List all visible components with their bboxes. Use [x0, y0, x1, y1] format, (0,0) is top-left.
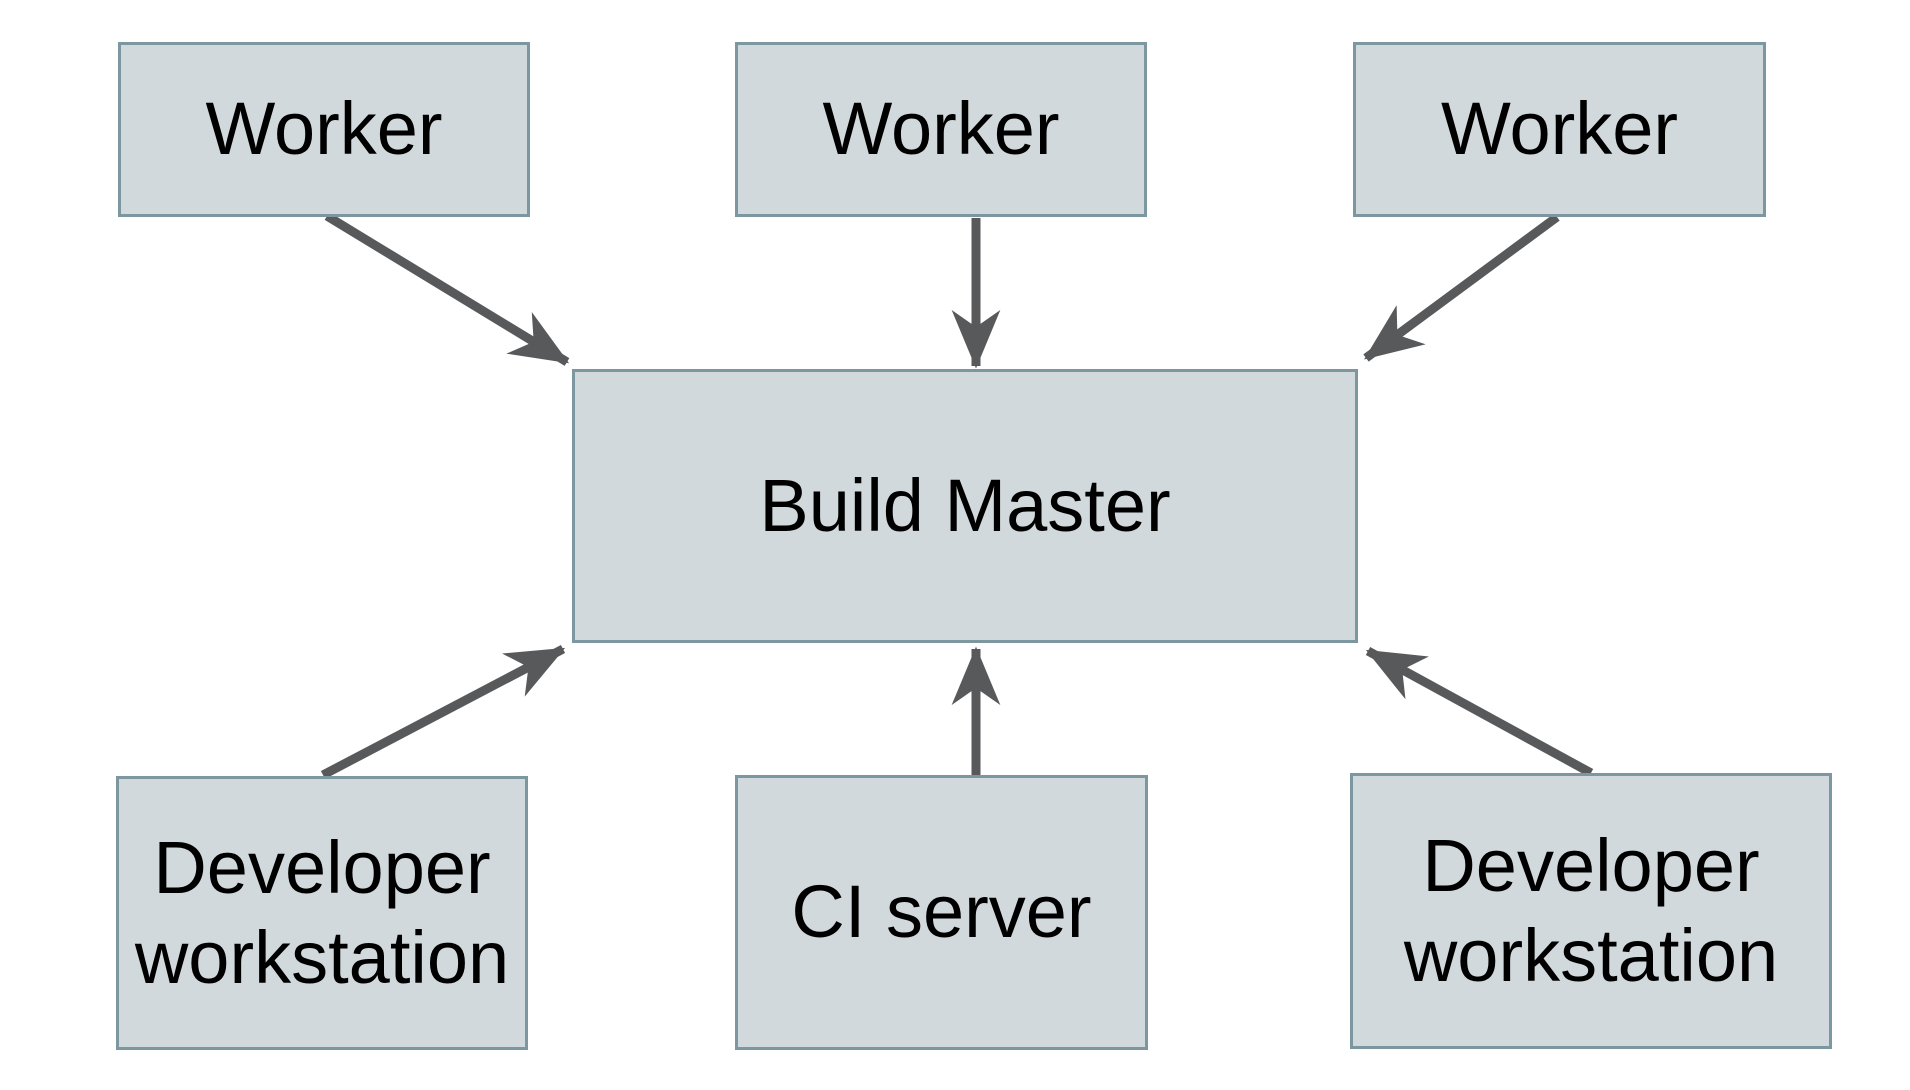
node-worker-3: Worker — [1353, 42, 1766, 217]
node-worker-2: Worker — [735, 42, 1147, 217]
node-worker-3-label: Worker — [1440, 87, 1679, 171]
node-worker-2-label: Worker — [822, 87, 1060, 171]
node-build-master: Build Master — [572, 369, 1358, 643]
arrow-worker-3-to-build-master — [1363, 213, 1560, 362]
node-ci-server: CI server — [735, 775, 1148, 1050]
node-worker-1-label: Worker — [205, 87, 443, 171]
node-developer-workstation-1: Developer workstation — [116, 776, 528, 1050]
arrow-developer-workstation-2-to-build-master — [1365, 647, 1594, 777]
node-developer-workstation-2: Developer workstation — [1350, 773, 1832, 1049]
node-developer-workstation-2-label: Developer workstation — [1403, 823, 1779, 997]
arrow-worker-1-to-build-master — [324, 212, 570, 366]
node-developer-workstation-1-label: Developer workstation — [134, 825, 510, 999]
node-ci-server-label: CI server — [791, 870, 1092, 954]
node-worker-1: Worker — [118, 42, 530, 217]
arrow-developer-workstation-1-to-build-master — [320, 645, 566, 779]
node-build-master-label: Build Master — [759, 463, 1171, 547]
